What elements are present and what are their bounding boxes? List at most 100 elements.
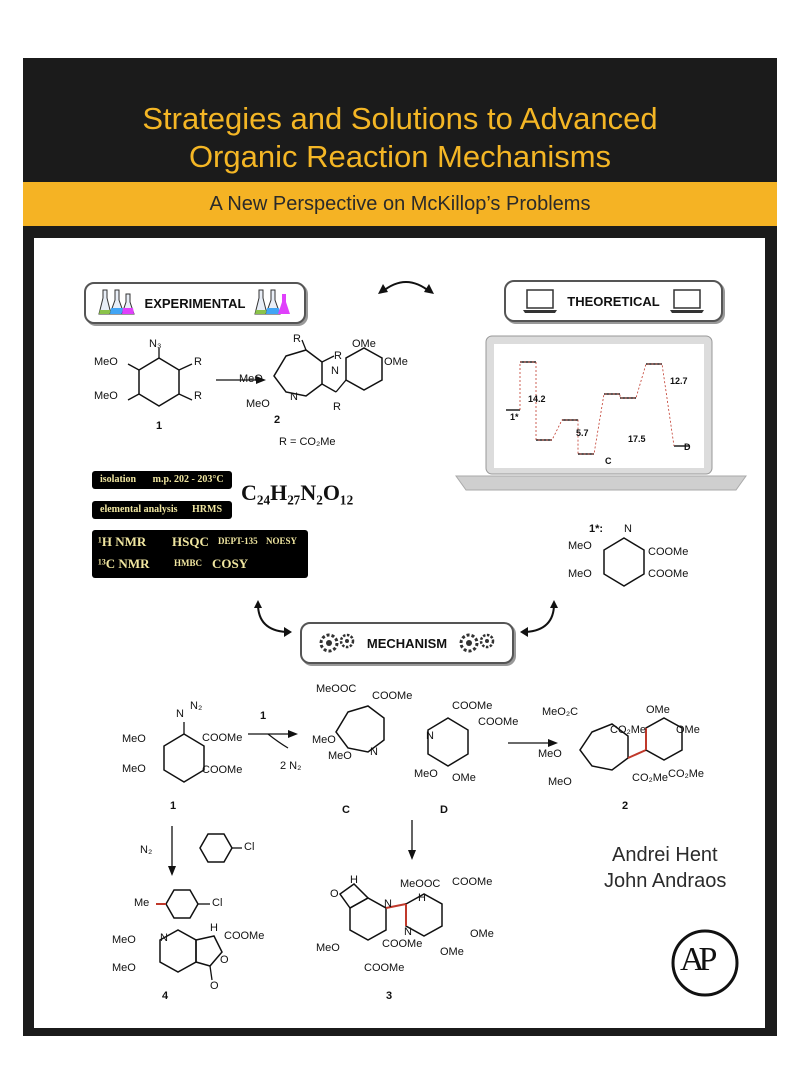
nitrene-n: N (624, 523, 632, 535)
meo-group-2: MeO (94, 390, 118, 402)
mech-loss-n2: 2 N₂ (280, 760, 302, 772)
nitrene-coome-2: COOMe (648, 568, 689, 580)
intermediate-c-structure (335, 705, 385, 753)
publisher-logo-text: AP (680, 941, 718, 978)
n-atom-2: N (290, 391, 298, 403)
nitrene-coome-1: COOMe (648, 546, 689, 558)
laptop-icon-right (669, 289, 704, 313)
c-coome: COOMe (372, 690, 413, 702)
c3-n-atom-2: N (404, 926, 412, 938)
c4-h-atom: H (210, 922, 218, 934)
dept-135: DEPT-135 (218, 536, 258, 546)
compound-1-label: 1 (156, 420, 163, 432)
r-group-4: R (334, 350, 342, 362)
c3-n-atom-1: N (384, 898, 392, 910)
mech-arrow-1 (248, 730, 298, 749)
experimental-label: EXPERIMENTAL (84, 282, 306, 324)
p2-meo-2: MeO (548, 776, 572, 788)
book-cover: Strategies and Solutions to Advanced Org… (23, 58, 777, 1036)
c3-meooc: MeOOC (400, 878, 441, 890)
noesy: NOESY (266, 536, 298, 546)
chloro-me: Me (134, 897, 150, 909)
ome-group-1: OMe (352, 338, 376, 350)
energy-start-label: 1* (510, 412, 519, 422)
meo-group-1: MeO (94, 356, 118, 368)
p2-meo2c: MeO₂C (542, 706, 579, 718)
c-meooc: MeOOC (316, 683, 357, 695)
mech-label-2: 2 (622, 800, 629, 812)
mechanism-label: MECHANISM (300, 622, 514, 664)
d-n-atom: N (426, 730, 434, 742)
mechanism-text: MECHANISM (366, 635, 448, 651)
c3-h-atom-2: H (418, 892, 426, 904)
title-line-2: Organic Reaction Mechanisms (188, 139, 612, 174)
book-title: Strategies and Solutions to Advanced Org… (23, 100, 777, 176)
p2-co2me-1: CO₂Me (610, 724, 647, 736)
c3-coome-1: COOMe (452, 876, 493, 888)
curved-arrow-left (254, 600, 292, 637)
hsqc: HSQC (172, 534, 209, 549)
r-group-2: R (194, 390, 202, 402)
compound-4-structure (159, 929, 223, 981)
d-coome-1: COOMe (452, 700, 493, 712)
reaction-arrow (216, 376, 266, 384)
mech-meo-1: MeO (122, 733, 146, 745)
flasks-icon-right (254, 289, 291, 315)
h-nmr: ¹H NMR (98, 534, 147, 549)
illustration-panel: EXPERIMENTAL THEORETICAL (34, 238, 765, 1028)
chloro-cl-2: Cl (212, 897, 223, 909)
isolation-text: isolation (100, 474, 137, 485)
gears-icon-right (459, 633, 495, 653)
chlorotoluene-structure (156, 889, 210, 919)
r-group-5: R (333, 401, 341, 413)
p2-co2me-2: CO₂Me (632, 772, 669, 784)
compound-2-label: 2 (274, 414, 281, 426)
chloro-cl-1: Cl (244, 841, 255, 853)
nitrene-meo-2: MeO (568, 568, 592, 580)
book-subtitle: A New Perspective on McKillop’s Problems (209, 193, 591, 215)
flasks-icon (97, 289, 135, 315)
d-ome: OMe (452, 772, 476, 784)
compound-1-structure (127, 348, 193, 407)
c3-ome-1: OMe (470, 928, 494, 940)
mech-product-2-structure (579, 717, 683, 771)
energy-value-4: 12.7 (670, 376, 688, 386)
c4-n-atom: N (160, 932, 168, 944)
mech-n-atom: N (176, 708, 184, 720)
c4-o-ring: O (220, 954, 229, 966)
meo-group-4: MeO (246, 398, 270, 410)
mech-compound-1-structure (163, 722, 205, 783)
p2-ome-1: OMe (646, 704, 670, 716)
c-n-atom: N (370, 746, 378, 758)
author-1: Andrei Hent (612, 844, 718, 866)
mech-label-d: D (440, 804, 448, 816)
subtitle-band: A New Perspective on McKillop’s Problems (23, 182, 777, 226)
molecular-formula: C₂₄H₂₇N₂O₁₂ (241, 480, 354, 505)
meo-group-3: MeO (239, 373, 263, 385)
c-meo: MeO (312, 734, 336, 746)
hrms-text: HRMS (192, 504, 222, 515)
d-meo: MeO (414, 768, 438, 780)
down-arrow-center (408, 820, 416, 860)
mech-label-1: 1 (170, 800, 177, 812)
c-nmr: ¹³C NMR (98, 556, 150, 571)
c3-meo: MeO (316, 942, 340, 954)
c-meo-2: MeO (328, 750, 352, 762)
gears-icon (319, 633, 355, 653)
publisher-logo-icon (671, 929, 739, 997)
mech-label-4: 4 (162, 990, 169, 1002)
nitrene-meo-1: MeO (568, 540, 592, 552)
energy-value-3: 17.5 (628, 434, 646, 444)
p2-ome-2: OMe (676, 724, 700, 736)
hmbc: HMBC (174, 558, 202, 568)
c3-h-atom-1: H (350, 874, 358, 886)
elemental-text: elemental analysis (100, 504, 178, 515)
c4-meo-1: MeO (112, 934, 136, 946)
experimental-text: EXPERIMENTAL (144, 295, 246, 311)
mech-meo-2: MeO (122, 763, 146, 775)
c3-coome-2: COOMe (382, 938, 423, 950)
p2-co2me-3: CO₂Me (668, 768, 705, 780)
mech-coome-1: COOMe (202, 732, 243, 744)
laptop-icon (523, 289, 558, 313)
n3-group: N₃ (149, 338, 162, 350)
